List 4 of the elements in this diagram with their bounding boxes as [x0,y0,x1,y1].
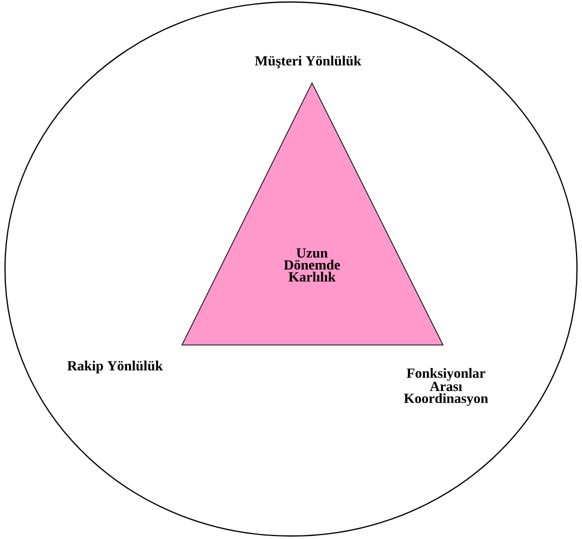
ellipse [4,1,578,537]
corner-label: Rakip Yönlülük [67,360,163,374]
corner-label: Fonksiyonlar Arası Koordinasyon [404,368,488,406]
corner-label: Müşteri Yönlülük [254,56,362,68]
